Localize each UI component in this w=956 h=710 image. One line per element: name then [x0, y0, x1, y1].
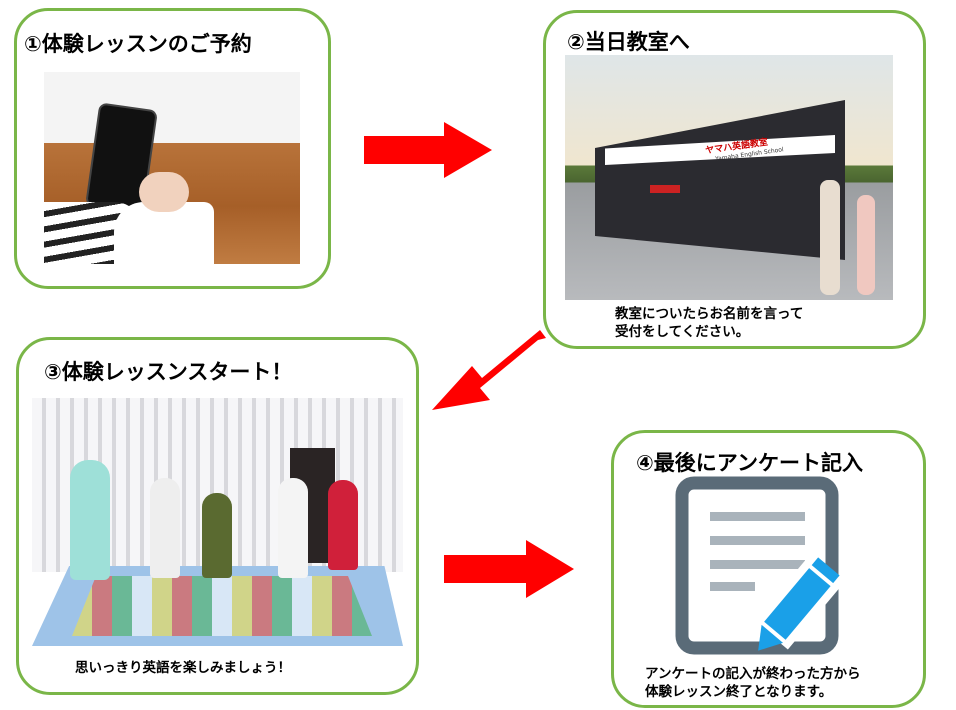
caption-line: 体験レッスン終了となります。 — [645, 684, 833, 700]
step-2-title: ②当日教室へ — [567, 30, 690, 54]
caption-line: 受付をしてください。 — [615, 324, 750, 340]
caption-line: アンケートの記入が終わった方から — [645, 666, 861, 682]
arrow-down-left-icon — [432, 330, 546, 410]
arrow-right-icon — [364, 122, 492, 178]
school-building-photo: ヤマハ英語教室 Yamaha English School — [565, 55, 893, 300]
survey-document-icon — [675, 476, 845, 655]
caption-line: 教室についたらお名前を言って — [615, 306, 804, 322]
step-3-title: ③体験レッスンスタート！ — [44, 360, 293, 384]
step-4-caption: アンケートの記入が終わった方から 体験レッスン終了となります。 — [645, 665, 860, 701]
step-3-caption: 思いっきり英語を楽しみましょう！ — [75, 660, 291, 676]
kids-lesson-photo — [32, 398, 403, 646]
step-2-caption: 教室についたらお名前を言って 受付をしてください。 — [615, 305, 803, 341]
smartphone-photo — [44, 72, 300, 264]
step-4-title: ④最後にアンケート記入 — [636, 451, 863, 475]
step-1-title: ①体験レッスンのご予約 — [24, 32, 252, 56]
arrow-right-icon — [444, 540, 574, 598]
